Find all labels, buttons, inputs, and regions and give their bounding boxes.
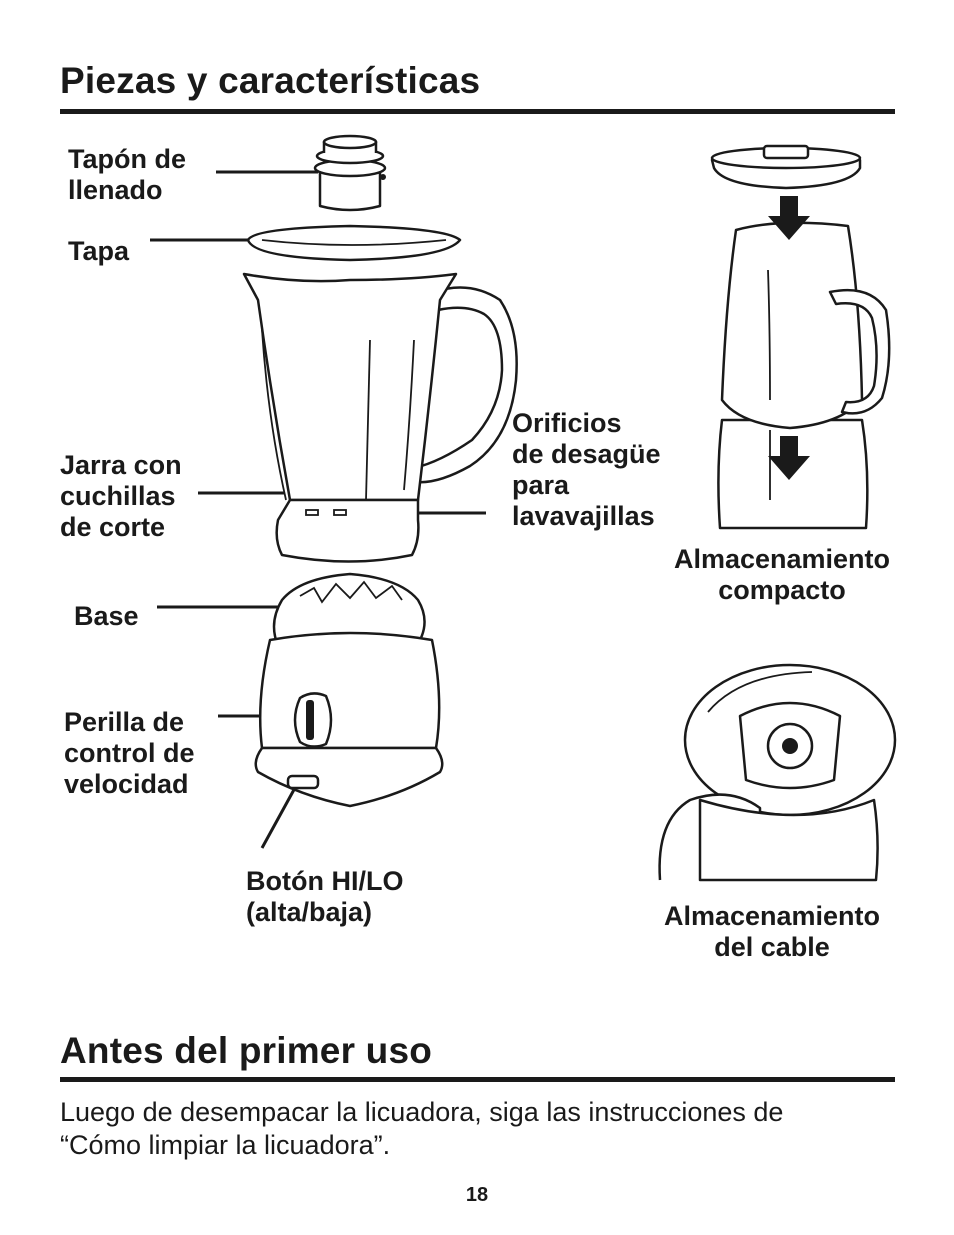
label-fill-cap: Tapón de llenado — [68, 144, 186, 206]
label-fill-cap-line: Tapón de — [68, 144, 186, 174]
blender-base-icon — [254, 572, 444, 808]
label-speed-knob-line: control de — [64, 738, 195, 768]
label-speed-knob-line: Perilla de — [64, 707, 185, 737]
lid-icon — [246, 224, 462, 262]
leader-hilo — [260, 785, 298, 849]
label-hilo-line: Botón HI/LO — [246, 866, 404, 896]
instructions-line: Luego de desempacar la licuadora, siga l… — [60, 1097, 784, 1127]
label-drain-line: lavavajillas — [512, 501, 655, 531]
label-jar: Jarra con cuchillas de corte — [60, 450, 182, 543]
instructions-line: “Cómo limpiar la licuadora”. — [60, 1130, 391, 1160]
label-compact-line: Almacenamiento — [673, 544, 891, 574]
fill-cap-icon — [313, 134, 387, 212]
label-drain-line: Orificios — [512, 408, 622, 438]
label-hilo-line: (alta/baja) — [246, 897, 373, 927]
label-drain-holes: Orificios de desagüe para lavavajillas — [512, 408, 661, 532]
label-compact-storage: Almacenamiento compacto — [650, 544, 914, 606]
compact-storage-icon — [710, 144, 891, 530]
label-jar-line: cuchillas — [60, 481, 176, 511]
section2-rule — [60, 1077, 895, 1082]
label-jar-line: Jarra con — [60, 450, 182, 480]
section-title-before-first-use: Antes del primer uso — [60, 1030, 433, 1071]
label-lid: Tapa — [68, 236, 130, 266]
label-compact-line: compacto — [718, 575, 846, 605]
blender-jar-icon — [242, 272, 518, 563]
label-jar-line: de corte — [60, 512, 166, 542]
label-cord-storage: Almacenamiento del cable — [640, 901, 904, 963]
instructions-paragraph: Luego de desempacar la licuadora, siga l… — [60, 1096, 900, 1162]
label-speed-knob-line: velocidad — [64, 769, 189, 799]
cord-storage-icon — [658, 663, 897, 882]
page-number: 18 — [465, 1184, 489, 1206]
label-cord-line: del cable — [714, 932, 830, 962]
label-speed-knob: Perilla de control de velocidad — [64, 707, 195, 800]
label-drain-line: para — [512, 470, 570, 500]
title-rule — [60, 109, 895, 114]
label-fill-cap-line: llenado — [68, 175, 163, 205]
label-base: Base — [74, 601, 139, 631]
label-cord-line: Almacenamiento — [663, 901, 881, 931]
label-drain-line: de desagüe — [512, 439, 661, 469]
section-title-parts: Piezas y características — [60, 60, 481, 101]
label-hilo-button: Botón HI/LO (alta/baja) — [246, 866, 403, 928]
